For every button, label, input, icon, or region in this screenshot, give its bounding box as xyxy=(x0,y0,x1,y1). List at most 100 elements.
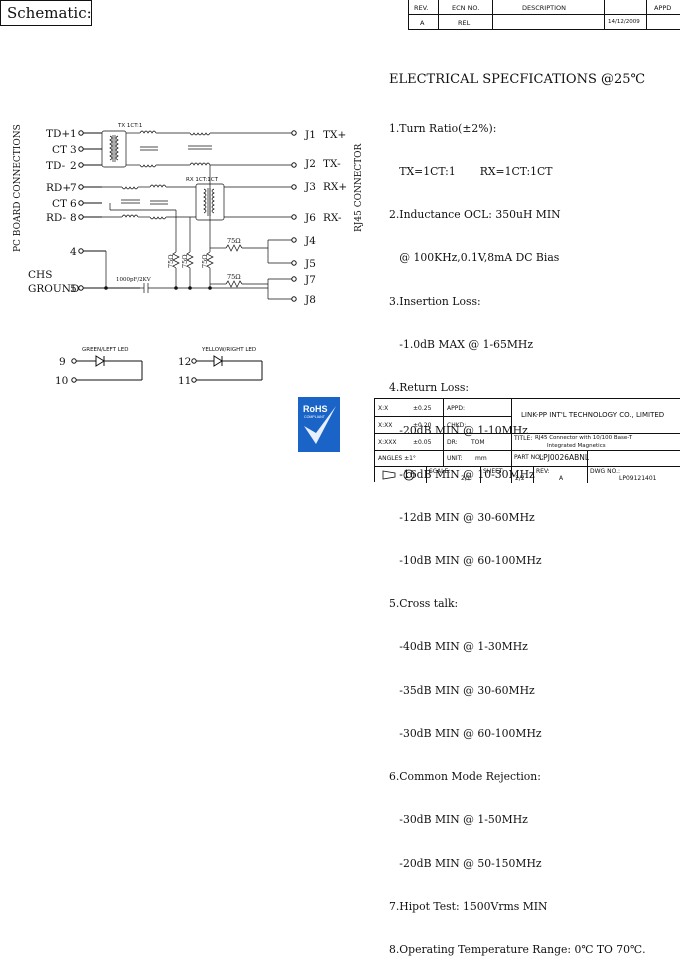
pin-j7: J7 xyxy=(304,274,316,286)
schematic-label-text: Schematic: xyxy=(7,4,92,22)
tx-transformer xyxy=(101,130,292,168)
pin-num-2: 2 xyxy=(70,160,77,172)
tol-x: X:X xyxy=(378,405,389,412)
tol-xx-value: ±0.20 xyxy=(413,422,432,429)
pin-j1: J1 xyxy=(304,129,316,141)
spec-line-10: -12dB MIN @ 30-60MHz xyxy=(389,510,535,524)
sheet-value: 2/2 xyxy=(515,475,525,482)
pin-num-5: 5 xyxy=(70,283,77,295)
tol-angles: ANGLES ±1° xyxy=(378,455,416,462)
pin-label-td-minus: TD- xyxy=(46,160,66,172)
spec-line-18: -20dB MIN @ 50-150MHz xyxy=(389,856,542,870)
pin-label-ct-1: CT xyxy=(52,144,67,156)
scale-label: SCALE: xyxy=(429,468,451,475)
rj45-connector-label: RJ45 CONNECTOR xyxy=(354,143,364,232)
revision-table: REV. ECN NO. DESCRIPTION APPD A REL 14/1… xyxy=(408,0,680,30)
led-yellow-pin-12: 12 xyxy=(178,356,191,368)
pin-num-6: 6 xyxy=(70,198,77,210)
title-label: TITLE: xyxy=(514,435,533,442)
company-name: LINK-PP INT'L TECHNOLOGY CO., LIMITED xyxy=(521,411,665,419)
spec-line-2: TX=1CT:1 RX=1CT:1CT xyxy=(389,165,553,179)
spec-line-11: -10dB MIN @ 60-100MHz xyxy=(389,554,542,567)
rev-header-appd: APPD xyxy=(654,4,672,12)
projection-symbol-icon xyxy=(382,469,415,481)
dr-value: TOM xyxy=(471,439,485,446)
spec-line-20: 8.Operating Temperature Range: 0℃ TO 70℃… xyxy=(389,942,646,956)
circuit-schematic: PC BOARD CONNECTIONS RJ45 CONNECTOR TD+ … xyxy=(13,123,364,452)
part-no-label: PART NO.: xyxy=(514,454,544,461)
led-yellow-title: YELLOW/RIGHT LED xyxy=(201,347,256,353)
spec-line-8: -20dB MIN @ 1-10MHz xyxy=(389,424,528,438)
spec-list: 1.Turn Ratio(±2%): TX=1CT:1 RX=1CT:1CT 2… xyxy=(389,93,646,964)
rev-header-ecn: ECN NO. xyxy=(452,4,480,12)
led-green-pin-9: 9 xyxy=(59,356,66,368)
pin-label-ct-2: CT xyxy=(52,198,67,210)
led-yellow-symbol xyxy=(191,355,263,383)
scale-value: 2/1 xyxy=(461,475,471,482)
rev-header-description: DESCRIPTION xyxy=(522,4,566,12)
pin-num-4: 4 xyxy=(70,246,77,258)
led-yellow-pin-11: 11 xyxy=(178,375,191,387)
spec-line-1: 1.Turn Ratio(±2%): xyxy=(389,121,497,135)
pin-rx-minus: RX- xyxy=(323,212,342,224)
unit-label: UNIT: xyxy=(447,455,463,462)
pc-board-label: PC BOARD CONNECTIONS xyxy=(13,124,23,252)
pin-num-8: 8 xyxy=(70,212,77,224)
dr-label: DR: xyxy=(447,439,458,446)
part-no-value: LPJ0026ABNL xyxy=(539,453,590,462)
rev-cell-ecn: REL xyxy=(458,19,471,27)
resistor-label-75-v3: 75Ω xyxy=(201,254,209,268)
resistor-label-75-v2: 75Ω xyxy=(181,254,189,268)
led-green-title: GREEN/LEFT LED xyxy=(82,347,129,353)
title-block: X:X ±0.25 X:XX ±0.20 X:XXX ±0.05 ANGLES … xyxy=(374,398,680,483)
tol-xxx-value: ±0.05 xyxy=(413,439,432,446)
rohs-badge: RoHS COMPLIANT xyxy=(298,397,340,452)
resistor-label-75-h1: 75Ω xyxy=(227,237,241,245)
pin-num-1: 1 xyxy=(70,128,77,140)
resistor-label-75-v1: 75Ω xyxy=(167,254,175,268)
ground-label: GROUND xyxy=(28,283,79,295)
pin-rx-plus: RX+ xyxy=(323,181,347,193)
spec-line-7: 4.Return Loss: xyxy=(389,381,470,395)
appd-label: APPD: xyxy=(447,405,465,412)
spec-title: ELECTRICAL SPECFICATIONS @25℃ xyxy=(389,72,646,87)
rev-header-rev: REV. xyxy=(414,4,429,12)
chkd-label: CHKD: xyxy=(447,422,467,429)
pin-j2: J2 xyxy=(304,158,316,170)
spec-line-19: 7.Hipot Test: 1500Vrms MIN xyxy=(389,899,548,913)
pin-j8: J8 xyxy=(304,294,316,306)
rev-cell-date: 14/12/2009 xyxy=(608,19,640,25)
rx-ratio-label: RX 1CT:1CT xyxy=(186,177,219,183)
dwg-value: LP09121401 xyxy=(619,475,657,482)
pin-j4: J4 xyxy=(304,235,316,247)
spec-line-13: -40dB MIN @ 1-30MHz xyxy=(389,640,528,654)
sheet-label: SHEET: xyxy=(483,468,504,475)
title-line-1: RJ45 Connector with 10/100 Base-T xyxy=(535,435,633,441)
spec-line-17: -30dB MIN @ 1-50MHz xyxy=(389,813,528,827)
chs-label: CHS xyxy=(28,269,52,281)
pin-j3: J3 xyxy=(304,181,316,193)
pin-tx-minus: TX- xyxy=(323,158,341,170)
resistor-label-75-h2: 75Ω xyxy=(227,273,241,281)
schematic-label: Schematic: xyxy=(0,0,92,26)
pin-j6: J6 xyxy=(304,212,316,224)
rohs-title: RoHS xyxy=(303,404,328,414)
spec-line-3: 2.Inductance OCL: 350uH MIN xyxy=(389,208,561,222)
spec-line-14: -35dB MIN @ 30-60MHz xyxy=(389,683,535,697)
pin-j5: J5 xyxy=(304,258,316,270)
tol-xx: X:XX xyxy=(378,422,393,429)
pin-label-rd-plus: RD+ xyxy=(46,182,71,194)
spec-line-4: @ 100KHz,0.1V,8mA DC Bias xyxy=(389,251,560,265)
spec-line-16: 6.Common Mode Rejection: xyxy=(389,770,541,784)
resistor-network xyxy=(105,165,292,300)
rev-cell-rev: A xyxy=(420,19,425,27)
rohs-subtitle: COMPLIANT xyxy=(304,415,326,419)
spec-line-15: -30dB MIN @ 60-100MHz xyxy=(389,726,542,740)
tol-xxx: X:XXX xyxy=(378,439,397,446)
rev-label: REV: xyxy=(536,468,550,475)
rev-value: A xyxy=(559,475,564,482)
spec-line-12: 5.Cross talk: xyxy=(389,597,459,611)
dwg-label: DWG NO.: xyxy=(590,468,621,475)
spec-line-9: -16dB MIN @ 10-30MHz xyxy=(389,467,535,481)
pin-label-rd-minus: RD- xyxy=(46,212,67,224)
